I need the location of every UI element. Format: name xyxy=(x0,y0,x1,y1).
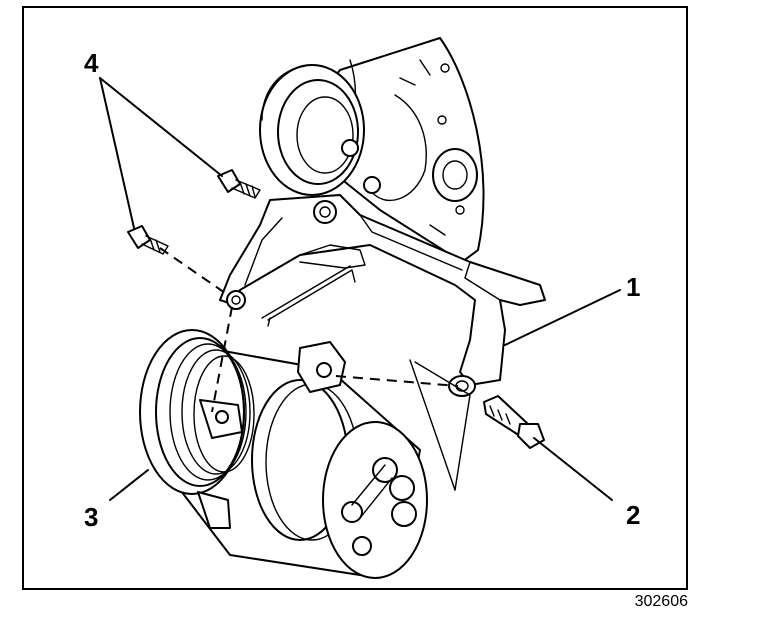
alignment-lines xyxy=(159,247,471,491)
callout-3: 3 xyxy=(84,502,98,532)
ac-compressor xyxy=(139,329,428,579)
callout-1: 1 xyxy=(626,272,640,302)
figure-id: 302606 xyxy=(634,593,688,610)
callout-4: 4 xyxy=(84,48,99,78)
callout-2: 2 xyxy=(626,500,640,530)
bolt-lower xyxy=(127,225,169,255)
belt-pulley xyxy=(259,64,381,196)
bolt-upper xyxy=(217,169,261,199)
leader-lines xyxy=(99,77,621,501)
mounting-bracket xyxy=(219,194,546,397)
